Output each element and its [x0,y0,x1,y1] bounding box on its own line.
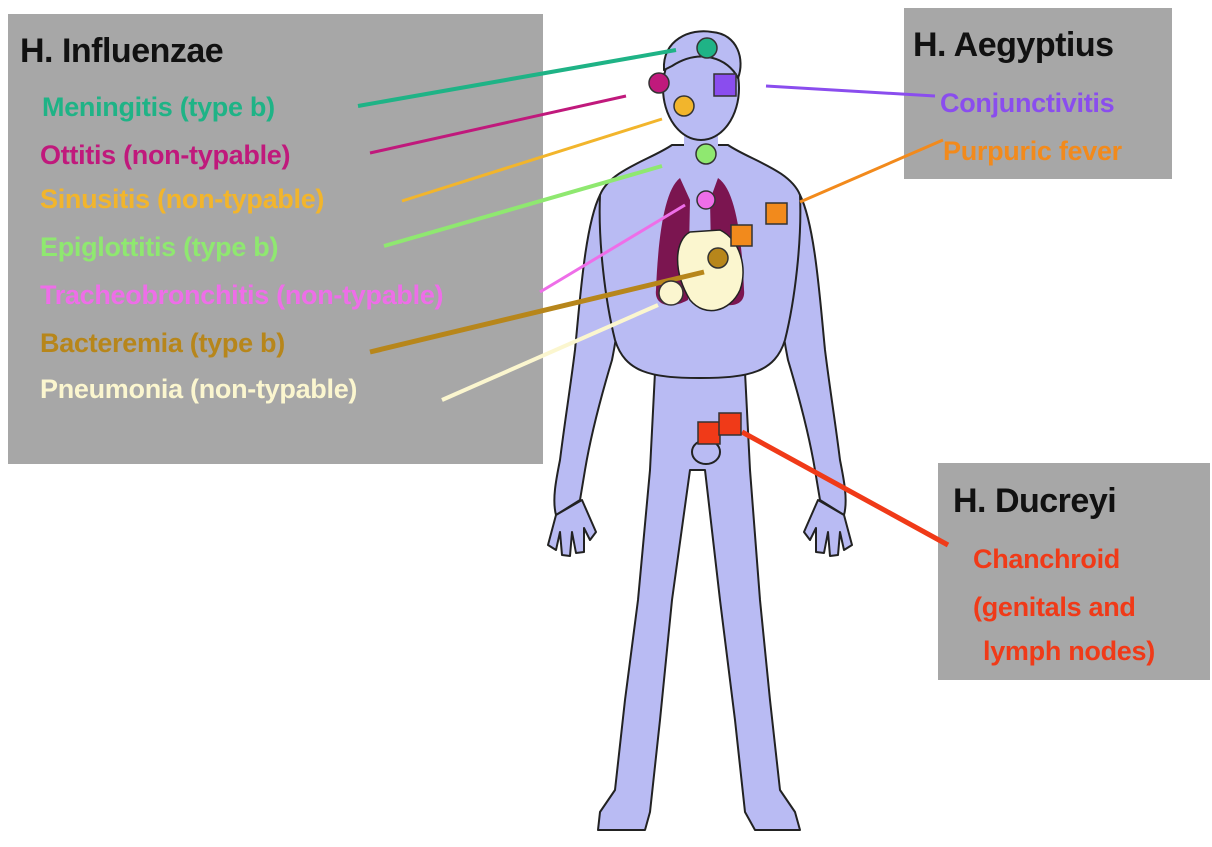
marker-sinusitis [674,96,694,116]
marker-bacteremia [708,248,728,268]
marker-purpuric-fever-heart [731,225,752,246]
connector-meningitis [358,50,676,106]
marker-conjunctivitis [714,74,736,96]
label-purpuric-fever: Purpuric fever [943,136,1122,167]
connector-ottitis [370,96,626,153]
marker-ottitis [649,73,669,93]
label-meningitis: Meningitis (type b) [42,92,275,123]
label-chanchroid-detail-2: lymph nodes) [983,636,1155,667]
marker-epiglottitis [696,144,716,164]
marker-chanchroid-1 [698,422,720,444]
marker-pneumonia [659,281,683,305]
marker-tracheobronchitis [697,191,715,209]
label-ottitis: Ottitis (non-typable) [40,140,290,171]
aegyptius-title: H. Aegyptius [913,26,1114,65]
label-conjunctivitis: Conjunctivitis [940,88,1114,119]
marker-meningitis [697,38,717,58]
label-chanchroid: Chanchroid [973,544,1120,575]
marker-purpuric-fever [766,203,787,224]
connector-purpuric-fever [800,140,943,202]
label-tracheobronchitis: Tracheobronchitis (non-typable) [40,280,443,311]
label-pneumonia: Pneumonia (non-typable) [40,374,357,405]
ducreyi-title: H. Ducreyi [953,482,1116,521]
marker-chanchroid-2 [719,413,741,435]
influenzae-title: H. Influenzae [20,32,223,71]
label-bacteremia: Bacteremia (type b) [40,328,285,359]
connector-conjunctivitis [766,86,935,96]
label-sinusitis: Sinusitis (non-typable) [40,184,324,215]
label-epiglottitis: Epiglottitis (type b) [40,232,278,263]
label-chanchroid-detail-1: (genitals and [973,592,1136,623]
